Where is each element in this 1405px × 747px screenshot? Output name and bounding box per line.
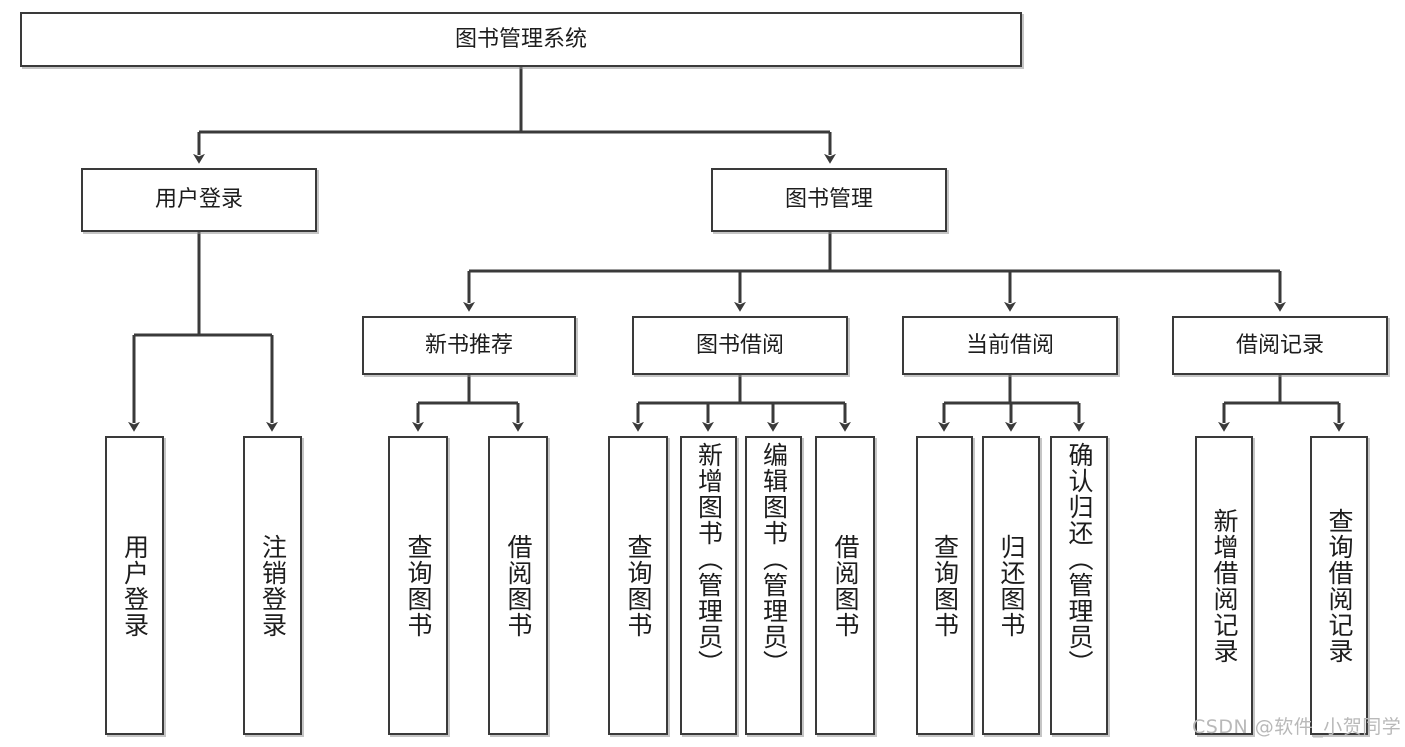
node-borrow-record-label: 借阅记录: [1235, 332, 1324, 358]
leaf-edit-book-admin[interactable]: 编辑图书（管理员）: [745, 436, 802, 735]
node-new-book-recommend[interactable]: 新书推荐: [362, 316, 576, 375]
leaf-return-book[interactable]: 归还图书: [982, 436, 1040, 735]
leaf-confirm-return-admin[interactable]: 确认归还（管理员）: [1050, 436, 1108, 735]
leaf-borrow-book-label: 借阅图书: [831, 533, 860, 638]
node-current-borrow[interactable]: 当前借阅: [902, 316, 1118, 375]
leaf-borrow-book[interactable]: 借阅图书: [815, 436, 875, 735]
leaf-confirm-return-admin-label: 确认归还（管理员）: [1065, 442, 1094, 676]
node-root[interactable]: 图书管理系统: [20, 12, 1022, 67]
node-root-label: 图书管理系统: [454, 26, 587, 52]
leaf-add-borrow-record[interactable]: 新增借阅记录: [1195, 436, 1253, 735]
leaf-add-book-admin[interactable]: 新增图书（管理员）: [680, 436, 737, 735]
node-current-borrow-label: 当前借阅: [965, 332, 1054, 358]
leaf-user-login[interactable]: 用户登录: [105, 436, 164, 735]
node-new-book-recommend-label: 新书推荐: [424, 332, 513, 358]
leaf-borrow-book-recommend-label: 借阅图书: [504, 533, 533, 638]
leaf-query-book-label: 查询图书: [624, 533, 653, 638]
leaf-borrow-book-recommend[interactable]: 借阅图书: [488, 436, 548, 735]
leaf-add-borrow-record-label: 新增借阅记录: [1210, 507, 1239, 664]
leaf-user-login-label: 用户登录: [120, 533, 150, 638]
node-user-login-label: 用户登录: [154, 187, 243, 213]
node-borrow-record[interactable]: 借阅记录: [1172, 316, 1388, 375]
leaf-query-book[interactable]: 查询图书: [608, 436, 668, 735]
leaf-logout[interactable]: 注销登录: [243, 436, 302, 735]
leaf-query-book-current[interactable]: 查询图书: [916, 436, 973, 735]
leaf-query-book-recommend[interactable]: 查询图书: [388, 436, 448, 735]
leaf-add-book-admin-label: 新增图书（管理员）: [694, 442, 724, 676]
leaf-edit-book-admin-label: 编辑图书（管理员）: [759, 442, 789, 676]
node-book-management-label: 图书管理: [784, 187, 873, 213]
node-book-borrow[interactable]: 图书借阅: [632, 316, 848, 375]
leaf-query-borrow-record[interactable]: 查询借阅记录: [1310, 436, 1368, 735]
leaf-query-borrow-record-label: 查询借阅记录: [1325, 507, 1354, 664]
leaf-query-book-current-label: 查询图书: [930, 533, 960, 638]
leaf-logout-label: 注销登录: [258, 533, 288, 638]
node-book-borrow-label: 图书借阅: [695, 332, 784, 358]
node-user-login[interactable]: 用户登录: [81, 168, 317, 232]
watermark: CSDN @软件_小贺同学: [1192, 716, 1402, 738]
node-book-management[interactable]: 图书管理: [711, 168, 947, 232]
leaf-query-book-recommend-label: 查询图书: [404, 533, 433, 638]
leaf-return-book-label: 归还图书: [997, 533, 1026, 638]
